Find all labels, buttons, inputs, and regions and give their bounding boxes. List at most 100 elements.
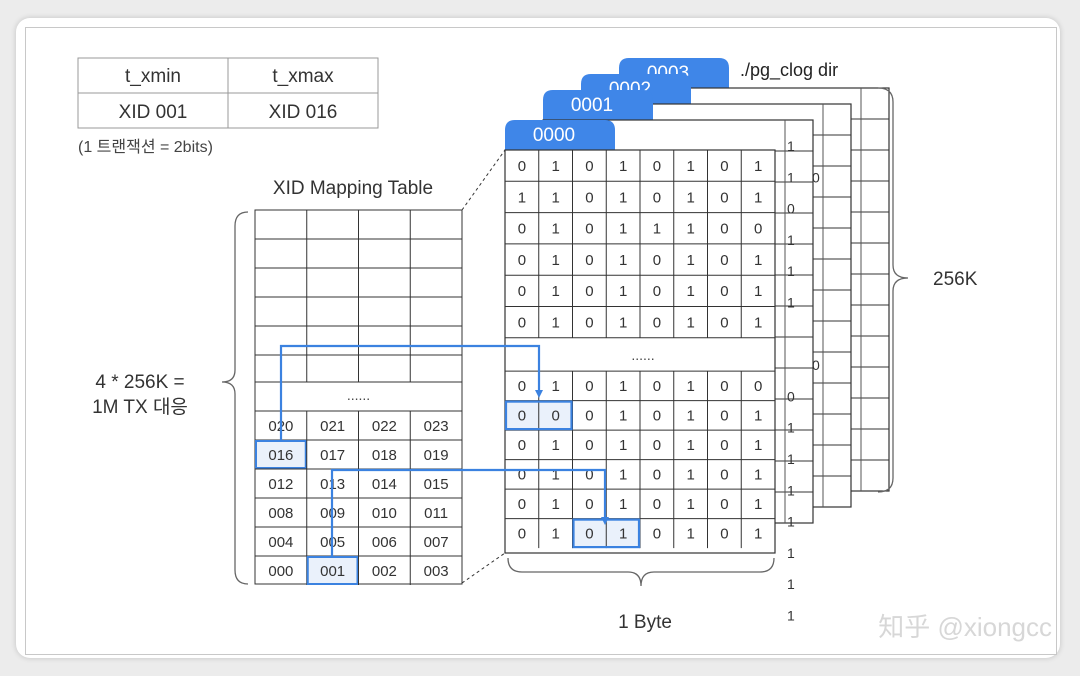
clog-bit: 1: [551, 378, 559, 395]
clog-bit: 0: [585, 315, 593, 332]
clog-bit: 0: [653, 467, 661, 484]
side-digit: 1: [787, 514, 795, 530]
clog-bit: 0: [518, 252, 526, 269]
clog-bit: 1: [551, 496, 559, 513]
clog-bit: 0: [518, 283, 526, 300]
clog-bit: 1: [754, 467, 762, 484]
side-digit: 1: [787, 608, 795, 624]
clog-bit: 1: [754, 526, 762, 543]
clog-bit: 0: [720, 378, 728, 395]
clog-bit: 0: [518, 408, 526, 425]
mapping-cell: 004: [268, 534, 293, 551]
mapping-cell: 016: [268, 447, 293, 464]
clog-bit: 0: [585, 496, 593, 513]
clog-bit: 0: [720, 283, 728, 300]
clog-bit: 1: [551, 252, 559, 269]
clog-bit: 1: [551, 467, 559, 484]
mapping-cell: 018: [372, 447, 397, 464]
mapping-cell-highlight: [255, 440, 307, 469]
clog-bit: 0: [585, 526, 593, 543]
clog-bit: 0: [720, 408, 728, 425]
clog-bit: 0: [518, 315, 526, 332]
clog-bit: 1: [551, 158, 559, 175]
xid-header-xmax: t_xmax: [272, 66, 334, 87]
clog-bit: 0: [585, 467, 593, 484]
clog-bit: 1: [619, 315, 627, 332]
mapping-cell: 008: [268, 505, 293, 522]
clog-bit: 1: [754, 252, 762, 269]
clog-bit: 1: [551, 526, 559, 543]
clog-bit: 0: [720, 189, 728, 206]
mapping-ellipsis: ......: [347, 387, 370, 403]
clog-bit: 1: [686, 408, 694, 425]
clog-dir-label: ./pg_clog dir: [740, 60, 838, 81]
arrow-xid001: [330, 468, 609, 557]
clog-front-grid: 0 1 0 1 0 1 0 1 1 1 0 1 0 1 0 1 0 1 0 1 1 1 0 0 0 1 0 1 0 1 0 1 0 1 0 1 0 1 0 1…: [504, 150, 775, 549]
clog-bit: 0: [653, 158, 661, 175]
mapping-cell: 023: [424, 418, 449, 435]
clog-bit: 0: [585, 189, 593, 206]
clog-bit: 1: [686, 252, 694, 269]
clog-bit: 1: [551, 437, 559, 454]
clog-bit: 1: [551, 315, 559, 332]
page-tab: [505, 120, 615, 150]
clog-bit: 1: [686, 315, 694, 332]
side-digit: 1: [787, 576, 795, 592]
clog-bit: 0: [720, 158, 728, 175]
clog-bit: 0: [585, 378, 593, 395]
clog-bit: 0: [653, 252, 661, 269]
clog-bit: 0: [720, 221, 728, 238]
clog-ellipsis: ......: [631, 347, 654, 363]
clog-bit: 0: [653, 189, 661, 206]
clog-bit: 1: [551, 283, 559, 300]
page-tab-label: 0000: [533, 125, 575, 146]
clog-bit: 1: [754, 189, 762, 206]
clog-bit: 1: [619, 467, 627, 484]
clog-bit: 1: [754, 408, 762, 425]
clog-bit: 0: [585, 283, 593, 300]
xid-header-xmin: t_xmin: [125, 66, 181, 87]
clog-bit: 1: [686, 467, 694, 484]
clog-bit: 1: [686, 283, 694, 300]
left-label-line2: 1M TX 대응: [92, 396, 188, 418]
clog-bit: 1: [619, 408, 627, 425]
side-digit: 1: [787, 451, 795, 467]
clog-bit: 1: [619, 437, 627, 454]
zoom-connector-bottom: [461, 552, 506, 584]
clog-bit: 1: [686, 189, 694, 206]
clog-bit: 0: [754, 221, 762, 238]
watermark: 知乎 @xiongcc: [878, 612, 1052, 642]
clog-bit: 1: [686, 221, 694, 238]
clog-bit: 1: [653, 221, 661, 238]
side-digit: 1: [787, 138, 795, 154]
clog-bit: 1: [619, 252, 627, 269]
arrow-xid016: [279, 344, 543, 440]
clog-bit: 0: [585, 408, 593, 425]
clog-bit: 0: [653, 283, 661, 300]
clog-bit: 0: [653, 526, 661, 543]
clog-bit: 1: [518, 189, 526, 206]
page-tab-label: 0001: [571, 95, 613, 116]
mapping-cell: 001: [320, 563, 345, 580]
clog-bit: 1: [686, 496, 694, 513]
clog-bit: 1: [619, 526, 627, 543]
right-brace: [877, 87, 909, 493]
clog-bit: 0: [720, 467, 728, 484]
side-digit: 0: [812, 169, 820, 185]
clog-bit: 1: [619, 283, 627, 300]
clog-bit: 1: [619, 158, 627, 175]
clog-bit: 1: [686, 158, 694, 175]
page-tab: [543, 90, 653, 120]
clog-bit: 0: [518, 467, 526, 484]
side-digit: 1: [787, 232, 795, 248]
side-digit: 1: [787, 420, 795, 436]
mapping-cell: 012: [268, 476, 293, 493]
clog-bit: 0: [518, 378, 526, 395]
mapping-cell: 014: [372, 476, 397, 493]
clog-bit: 0: [653, 437, 661, 454]
mapping-cell: 002: [372, 563, 397, 580]
clog-bit: 0: [653, 315, 661, 332]
xid-value-xmin: XID 001: [119, 102, 188, 123]
clog-bit: 0: [720, 526, 728, 543]
